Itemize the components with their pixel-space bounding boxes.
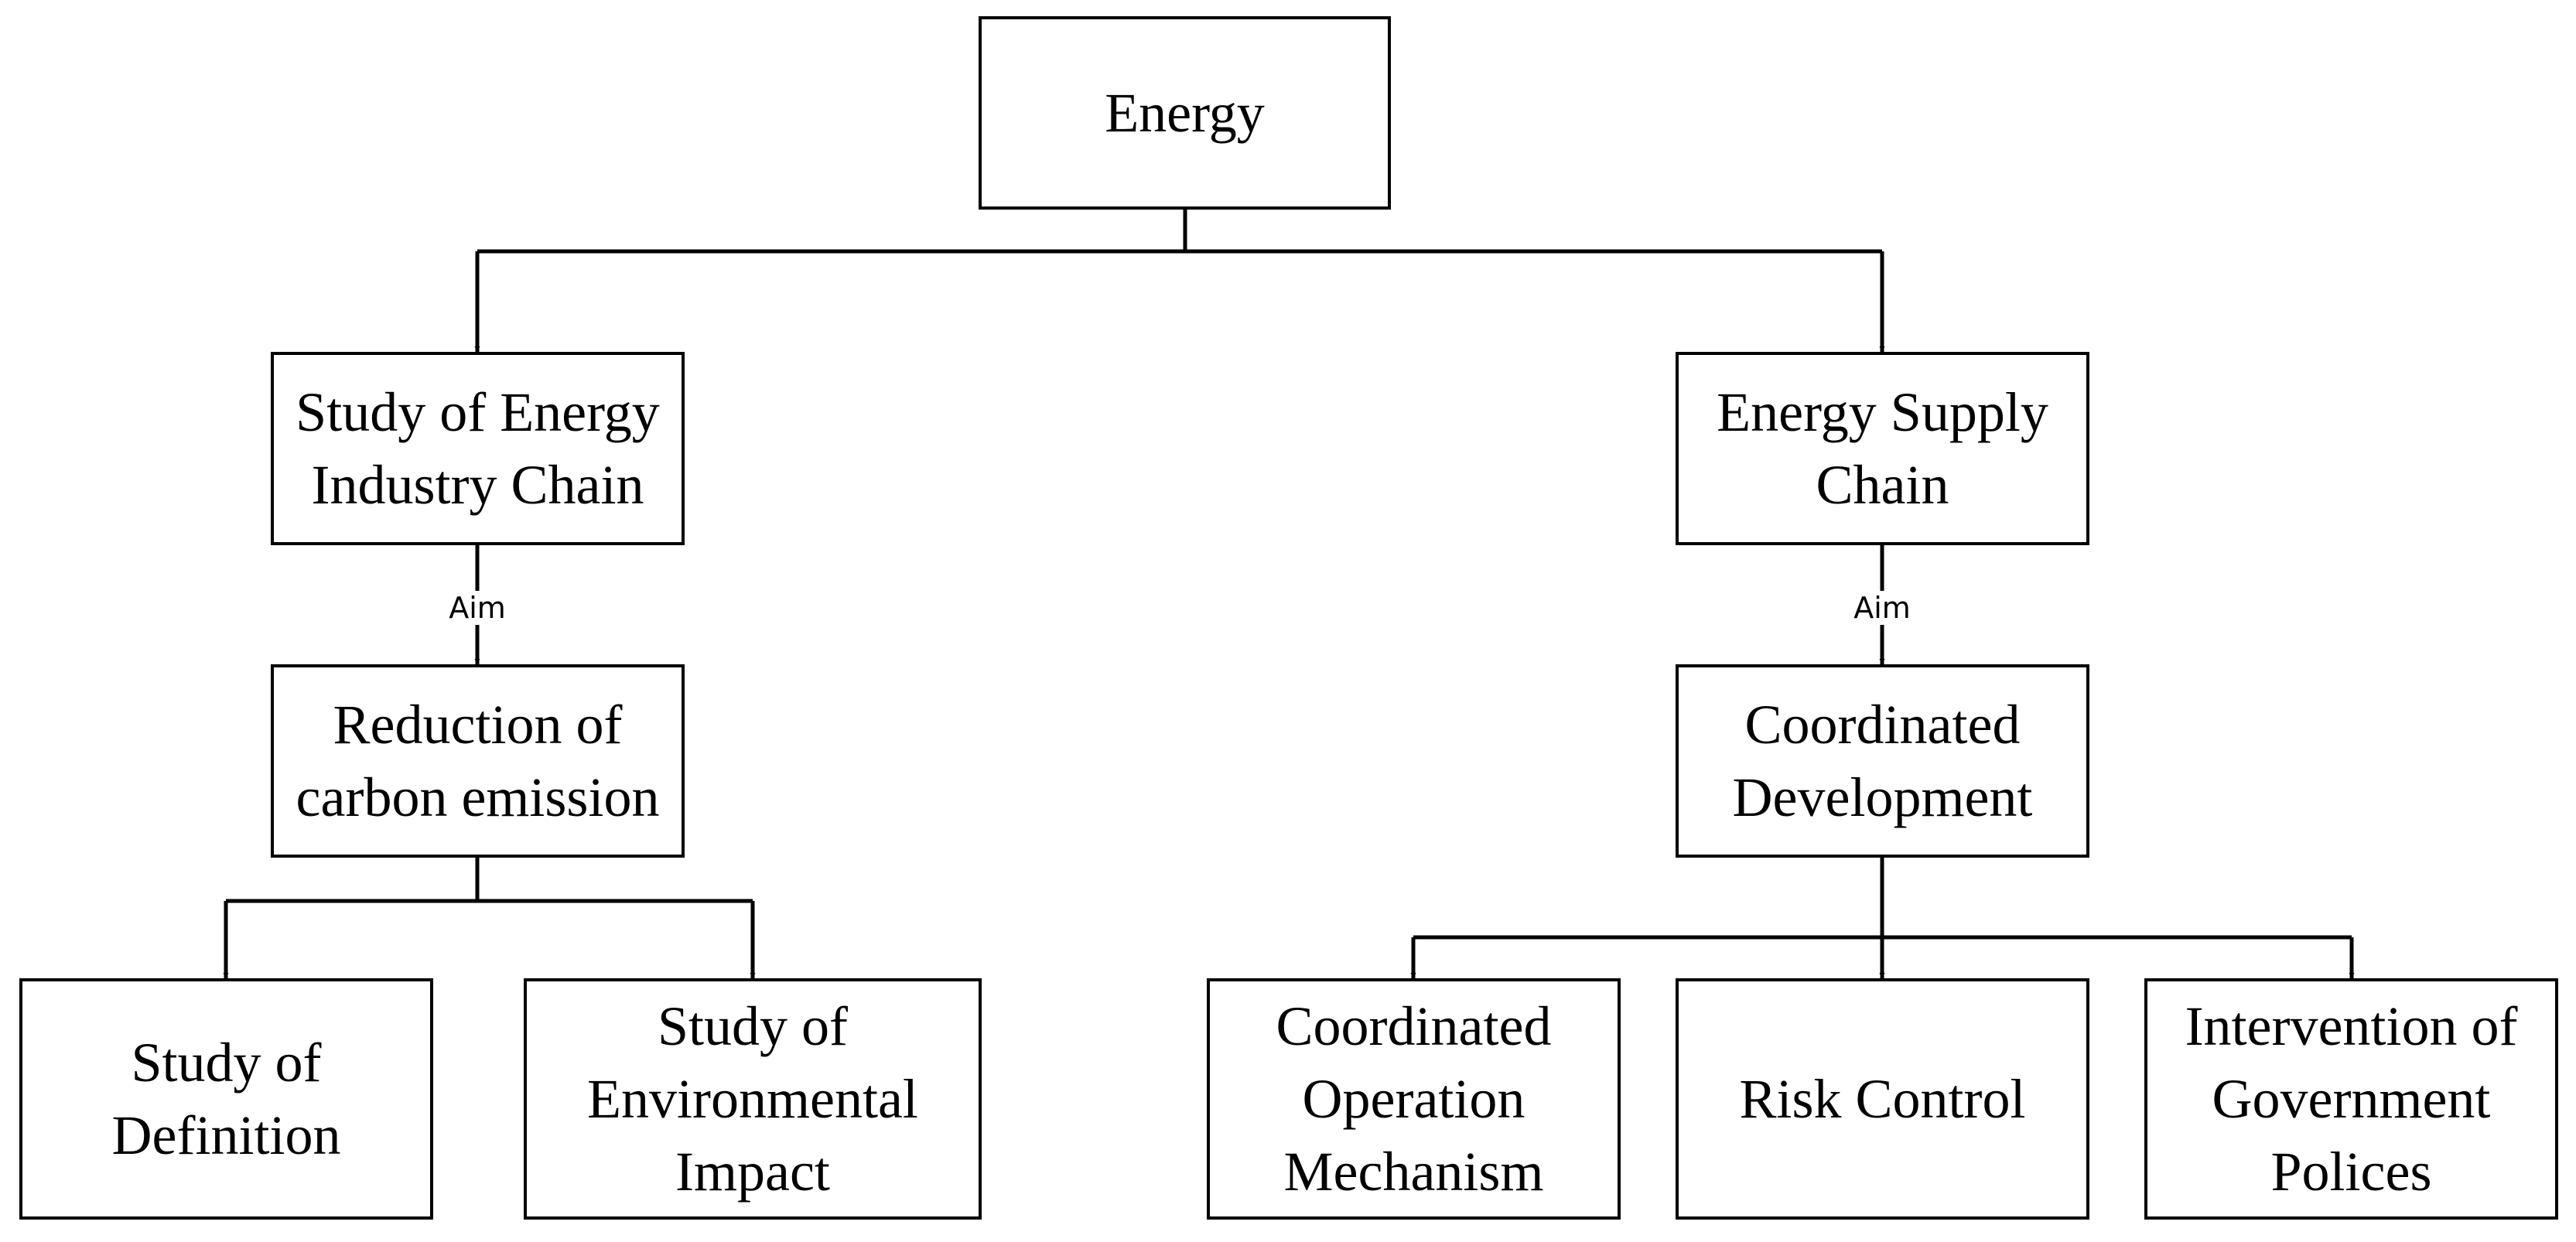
edge-label-left-aim: Aim <box>444 591 511 625</box>
node-environmental-label: Study of Environmental Impact <box>587 995 918 1203</box>
node-carbon: Reduction of carbon emission <box>271 664 685 858</box>
node-definition-label: Study of Definition <box>111 1032 341 1166</box>
node-supply-chain: Energy Supply Chain <box>1676 352 2089 545</box>
node-government: Intervention of Government Polices <box>2144 978 2558 1220</box>
edge-label-right-aim: Aim <box>1849 591 1915 625</box>
node-supply-chain-label: Energy Supply Chain <box>1717 381 2048 516</box>
node-industry-chain: Study of Energy Industry Chain <box>271 352 685 545</box>
node-operation-label: Coordinated Operation Mechanism <box>1276 995 1552 1203</box>
node-coordinated-dev: Coordinated Development <box>1676 664 2089 858</box>
node-definition: Study of Definition <box>19 978 433 1220</box>
node-government-label: Intervention of Government Polices <box>2185 995 2518 1203</box>
node-risk: Risk Control <box>1676 978 2089 1220</box>
node-industry-chain-label: Study of Energy Industry Chain <box>296 381 660 516</box>
node-coordinated-dev-label: Coordinated Development <box>1732 694 2033 828</box>
node-energy: Energy <box>979 16 1391 210</box>
node-energy-label: Energy <box>1105 82 1265 144</box>
node-environmental: Study of Environmental Impact <box>524 978 982 1220</box>
node-carbon-label: Reduction of carbon emission <box>296 694 660 828</box>
node-risk-label: Risk Control <box>1739 1068 2026 1130</box>
node-operation: Coordinated Operation Mechanism <box>1207 978 1621 1220</box>
